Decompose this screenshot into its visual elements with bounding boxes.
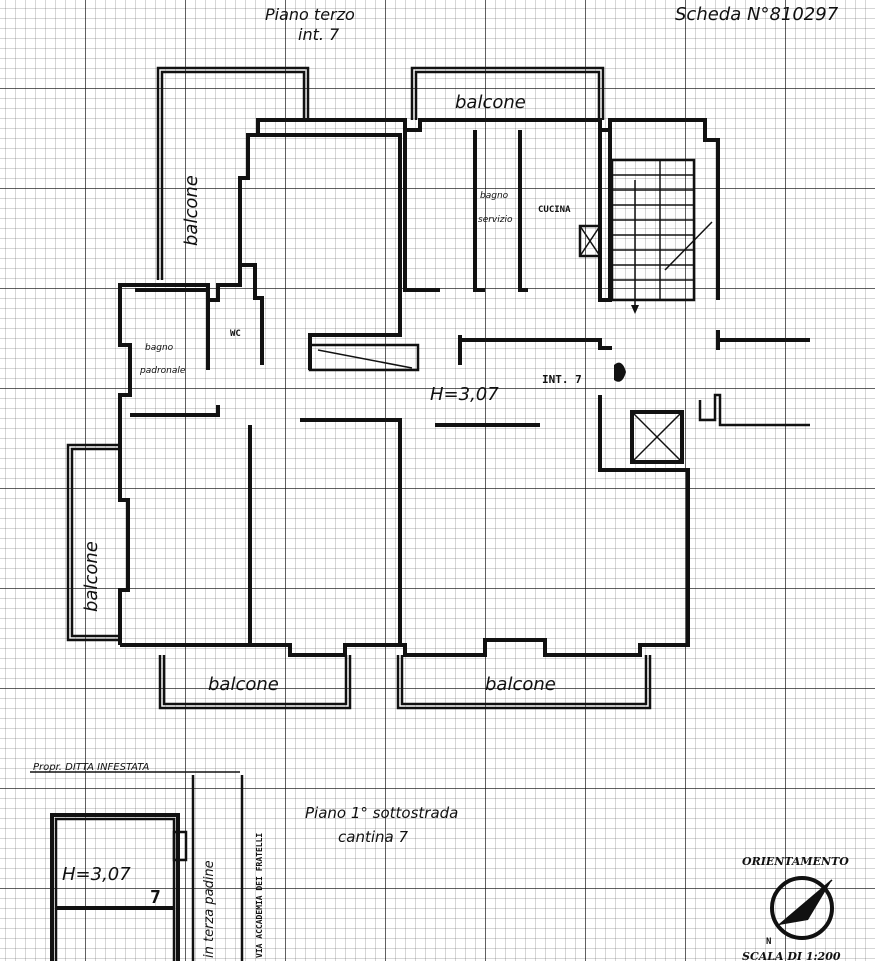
service-bath-label-2: servizio xyxy=(478,215,513,225)
basement-floor-label: Piano 1° sottostrada xyxy=(305,804,458,822)
elevator-shaft xyxy=(630,410,684,464)
kitchen-label: CUCINA xyxy=(538,205,571,215)
orientation-title: ORIENTAMENTO xyxy=(742,855,849,868)
balcony-bottom-right-outline xyxy=(396,655,652,710)
balcony-left-outline xyxy=(66,443,120,642)
service-bath-label-1: bagno xyxy=(480,191,509,201)
balconies xyxy=(66,66,652,710)
wall-kitchen-bottom xyxy=(458,335,612,365)
stair-well xyxy=(610,158,696,302)
wall-service-bath-right xyxy=(518,130,528,292)
wall-room-top-center xyxy=(258,133,402,370)
balcony-left-lower-label: balcone xyxy=(81,541,102,612)
outer-wall-top xyxy=(118,118,720,645)
vertical-label-2: VIA ACCADEMIA DEI FRATELLI xyxy=(255,833,264,958)
basement-plan xyxy=(30,771,244,961)
master-bath-label-2: padronale xyxy=(139,366,186,376)
balcony-bottom-left-outline xyxy=(158,655,352,710)
balcony-bottom-left-label: balcone xyxy=(208,674,279,695)
neighbor-property-label: Propr. DITTA INFESTATA xyxy=(33,762,149,773)
outer-wall-bottom xyxy=(120,395,690,657)
kitchen-flue xyxy=(578,224,602,258)
compass-icon xyxy=(770,876,834,940)
balcony-top-outline xyxy=(410,66,605,120)
closet-box xyxy=(308,343,420,372)
vertical-label-1: in terza padine xyxy=(202,860,217,958)
elevator xyxy=(630,410,684,464)
balcony-left-upper-label: balcone xyxy=(181,175,202,246)
wall-service-bath-left xyxy=(473,130,485,292)
wc-label: WC xyxy=(230,329,241,339)
wall-wc-right xyxy=(238,178,264,365)
basement-outer-wall xyxy=(50,813,180,961)
height-basement-label: H=3,07 xyxy=(62,864,131,885)
north-letter: N xyxy=(766,937,771,947)
scale-label: SCALA DI 1:200 xyxy=(742,950,841,961)
staircase xyxy=(610,158,713,314)
wall-room-split-center xyxy=(300,418,402,645)
wall-master-bath xyxy=(135,288,210,370)
floor-label: Piano terzo xyxy=(265,5,355,24)
unit-label: int. 7 xyxy=(298,25,340,44)
balcony-bottom-right-label: balcone xyxy=(485,674,556,695)
unit-tag-label: INT. 7 xyxy=(542,373,582,386)
closet xyxy=(308,343,420,372)
sheet-number: Scheda N°810297 xyxy=(675,4,839,25)
balcony-top-left-outline xyxy=(156,66,310,280)
basement-cellar-label: cantina 7 xyxy=(338,828,408,846)
stair-arrow xyxy=(631,305,639,314)
stair-steps xyxy=(612,160,713,305)
basement-number-label: 7 xyxy=(150,887,161,908)
wall-stair-landing xyxy=(716,330,810,350)
master-bath-label-1: bagno xyxy=(145,343,174,353)
flue-box xyxy=(578,224,602,258)
landing-wall xyxy=(698,393,810,427)
wall-hall-left xyxy=(403,130,440,292)
interior-walls xyxy=(130,130,810,645)
wall-master-bath-bottom xyxy=(130,405,220,417)
height-main-label: H=3,07 xyxy=(430,384,499,405)
entrance-marker-icon xyxy=(614,362,626,382)
balcony-top-label: balcone xyxy=(455,92,526,113)
